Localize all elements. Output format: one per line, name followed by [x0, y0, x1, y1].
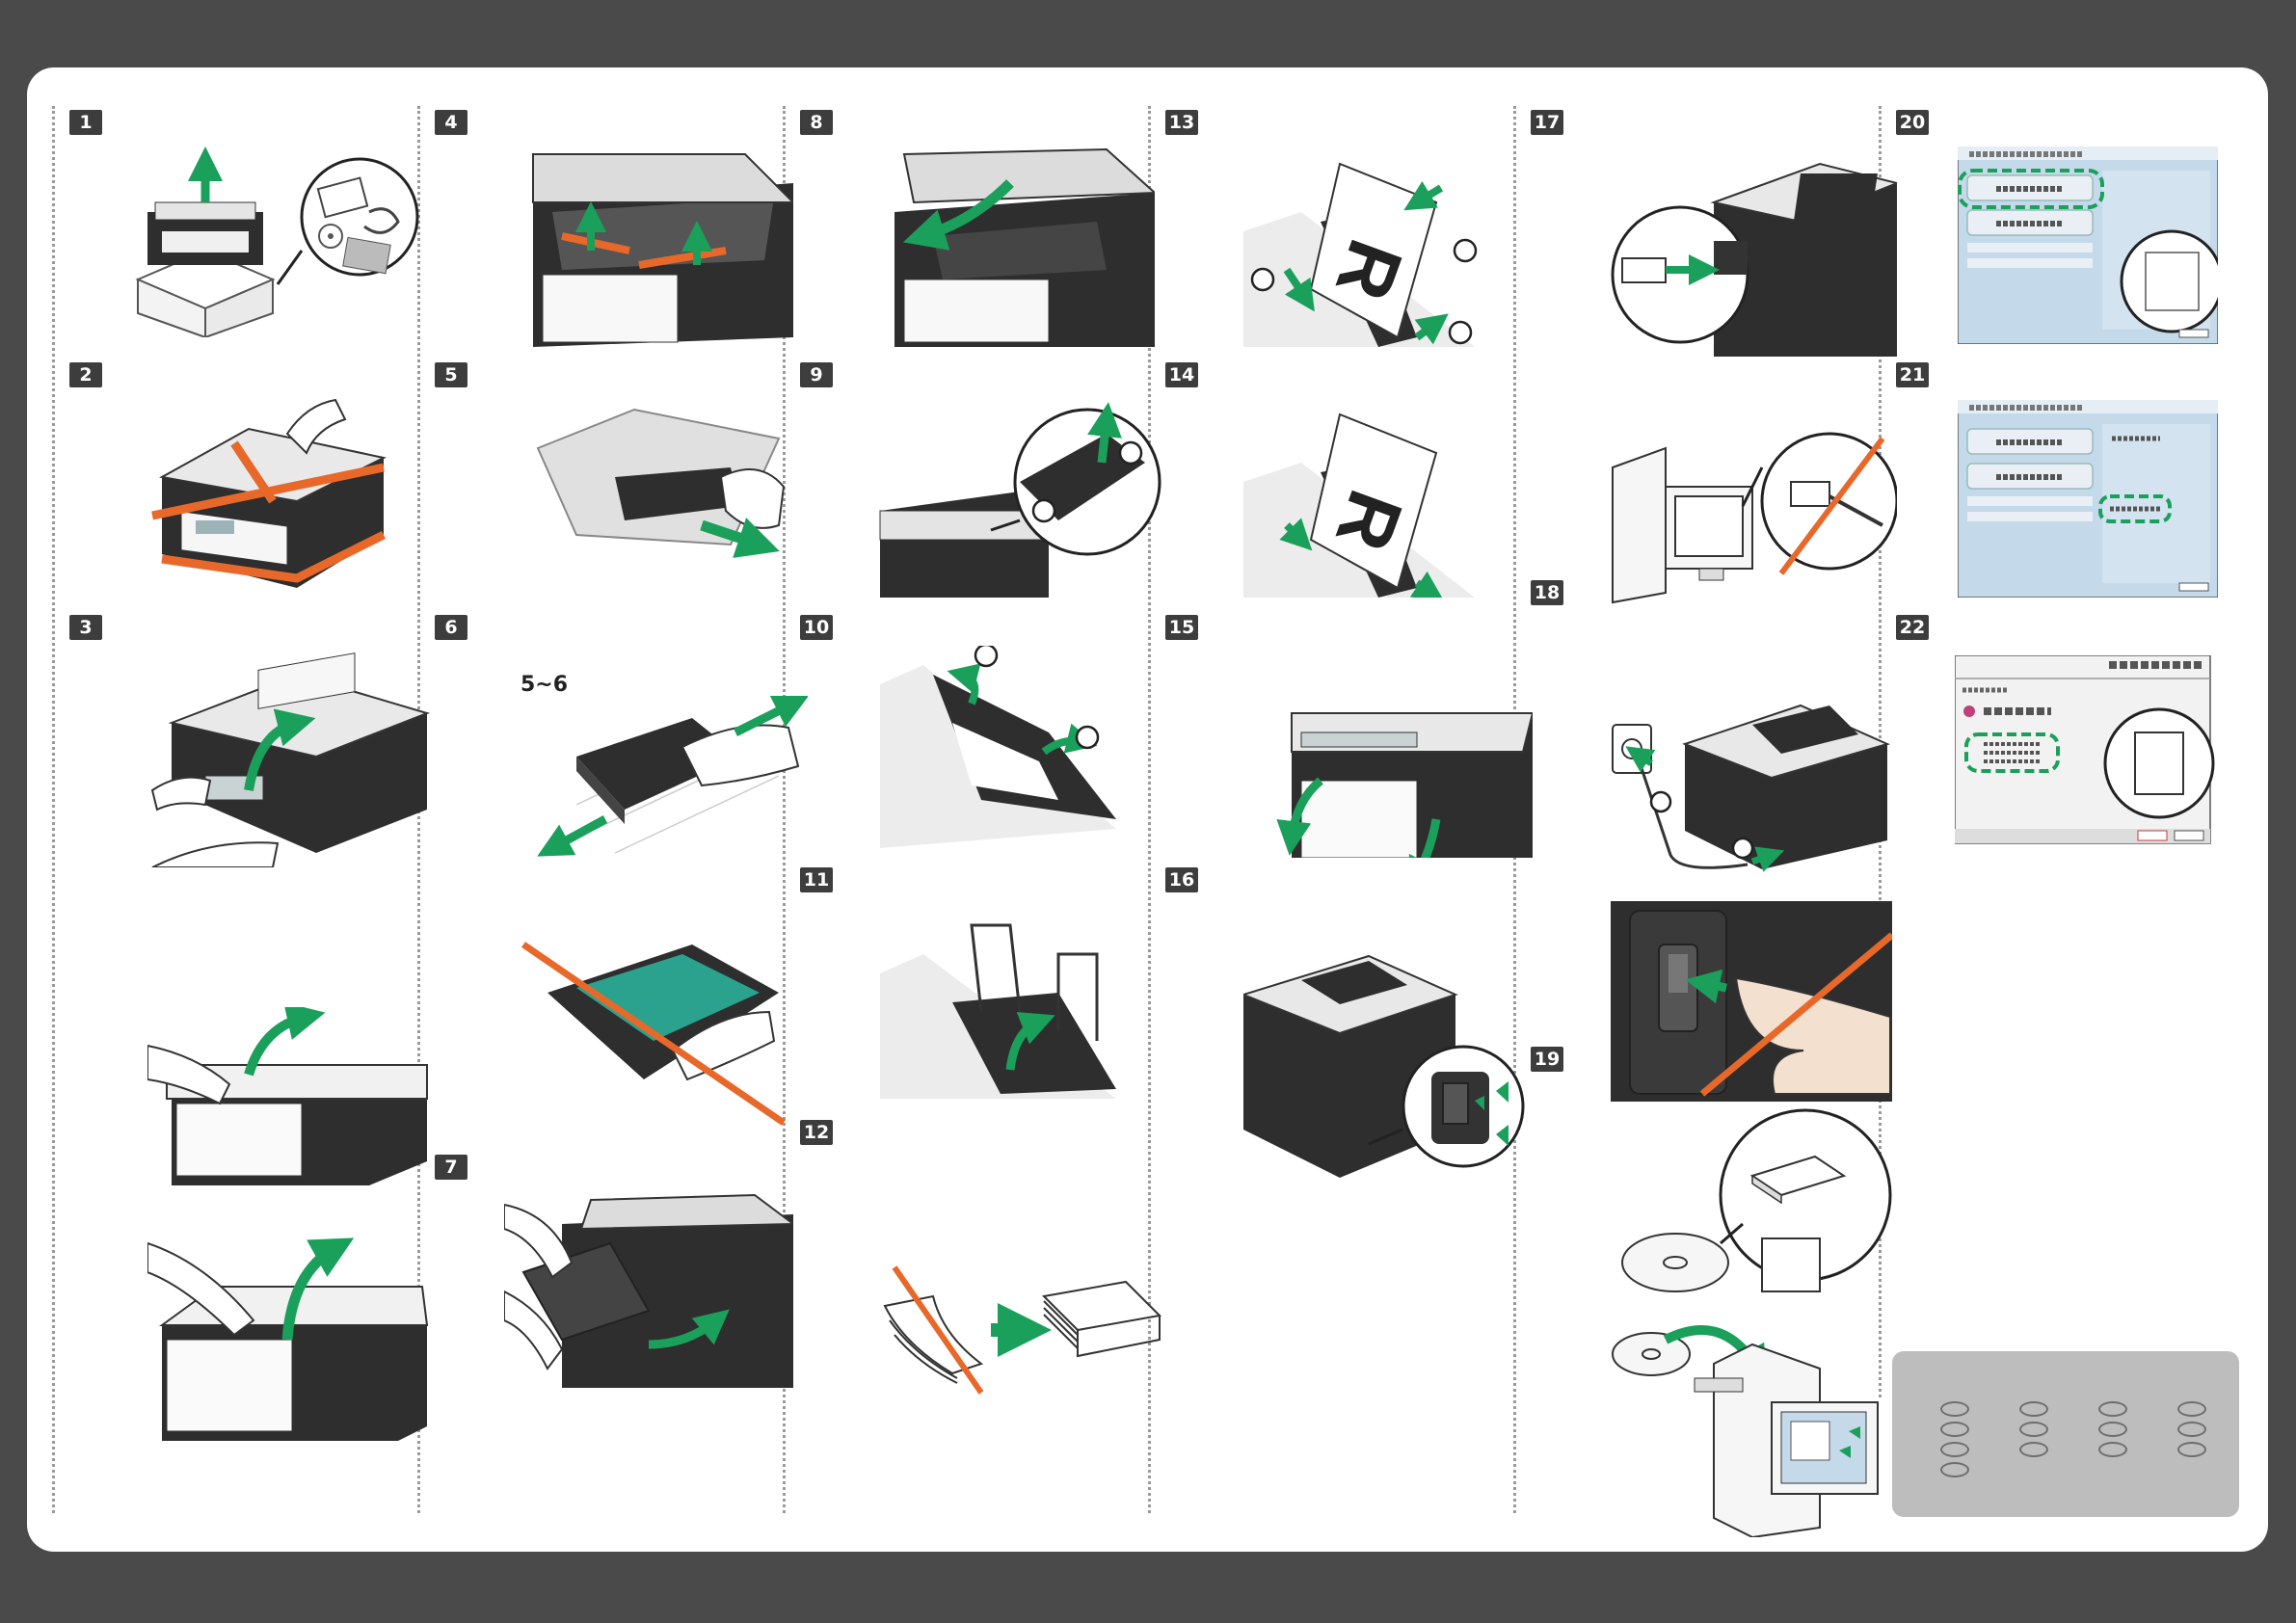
step-17-badge: 17: [1531, 110, 1563, 135]
step-18-illustration-switch-closeup: [1611, 901, 1892, 1102]
step-22-badge: 22: [1896, 615, 1929, 640]
instruction-sheet: 1 2 3: [27, 67, 2268, 1552]
step-7-illustration-insert-cartridge: [504, 1185, 793, 1388]
step-17-illustration-usb-port: [1608, 145, 1897, 357]
step-18-badge: 18: [1531, 580, 1563, 605]
step-15-illustration-push-tray-in: [1243, 646, 1533, 858]
step-15-badge: 15: [1165, 615, 1198, 640]
step-7-badge: 7: [435, 1155, 467, 1180]
step-4-illustration-remove-tape: [504, 145, 793, 347]
step-21-illustration-installer-screen: [1958, 400, 2218, 598]
step-3-illustration-open-scanner-a: [123, 646, 432, 867]
step-9-badge: 9: [800, 362, 833, 387]
step-17-illustration-computer-no-usb: [1608, 429, 1897, 612]
step-18-illustration-plug-power: [1608, 609, 1897, 889]
step-16-illustration-power-switch: [1243, 898, 1533, 1187]
step-12-illustration-fan-paper: [875, 1248, 1164, 1402]
step-3-illustration-open-scanner-b: [147, 1007, 437, 1190]
legend-oval-column: [2019, 1401, 2048, 1462]
step-11-illustration-raise-guides: [875, 896, 1164, 1099]
step-8-illustration-close-cover: [875, 145, 1155, 347]
step-14-illustration-adjust-guides: R: [1243, 395, 1484, 598]
step-20-badge: 20: [1896, 110, 1929, 135]
step-5-badge: 5: [435, 362, 467, 387]
step-10-badge: 10: [800, 615, 833, 640]
step-14-badge: 14: [1165, 362, 1198, 387]
step-6-illustration-do-not-hold: [519, 935, 798, 1128]
step-16-badge: 16: [1165, 867, 1198, 892]
step-1-illustration-unbox: [119, 145, 437, 337]
step-11-badge: 11: [800, 867, 833, 892]
step-6-badge: 6: [435, 615, 467, 640]
step-2-badge: 2: [69, 362, 102, 387]
step-12-badge: 12: [800, 1120, 833, 1145]
step-5-illustration-unpack-cartridge: [519, 390, 788, 564]
legend-box: [1892, 1351, 2239, 1517]
step-21-badge: 21: [1896, 362, 1929, 387]
step-4-badge: 4: [435, 110, 467, 135]
step-19-badge: 19: [1531, 1047, 1563, 1072]
column-divider: [52, 106, 55, 1513]
legend-oval-column: [2098, 1401, 2127, 1462]
step-6-illustration-shake-cartridge: [519, 670, 808, 911]
step-10-illustration-extend-tray: [875, 646, 1164, 848]
step-13-badge: 13: [1165, 110, 1198, 135]
step-19-illustration-cd-manual: [1613, 1079, 1892, 1311]
step-2-illustration-remove-tape: [143, 390, 422, 593]
legend-oval-column: [2177, 1401, 2206, 1462]
step-9-illustration-remove-tray-cover: [875, 395, 1164, 598]
legend-oval-column: [1940, 1401, 1969, 1482]
step-8-badge: 8: [800, 110, 833, 135]
step-20-illustration-installer-screen: [1958, 146, 2218, 344]
step-1-badge: 1: [69, 110, 102, 135]
step-3-illustration-open-cover: [147, 1234, 437, 1441]
step-22-illustration-complete-screen: [1955, 655, 2220, 848]
step-3-badge: 3: [69, 615, 102, 640]
step-19-illustration-insert-cd: [1608, 1306, 1897, 1537]
step-13-illustration-load-paper: R: [1243, 145, 1484, 347]
